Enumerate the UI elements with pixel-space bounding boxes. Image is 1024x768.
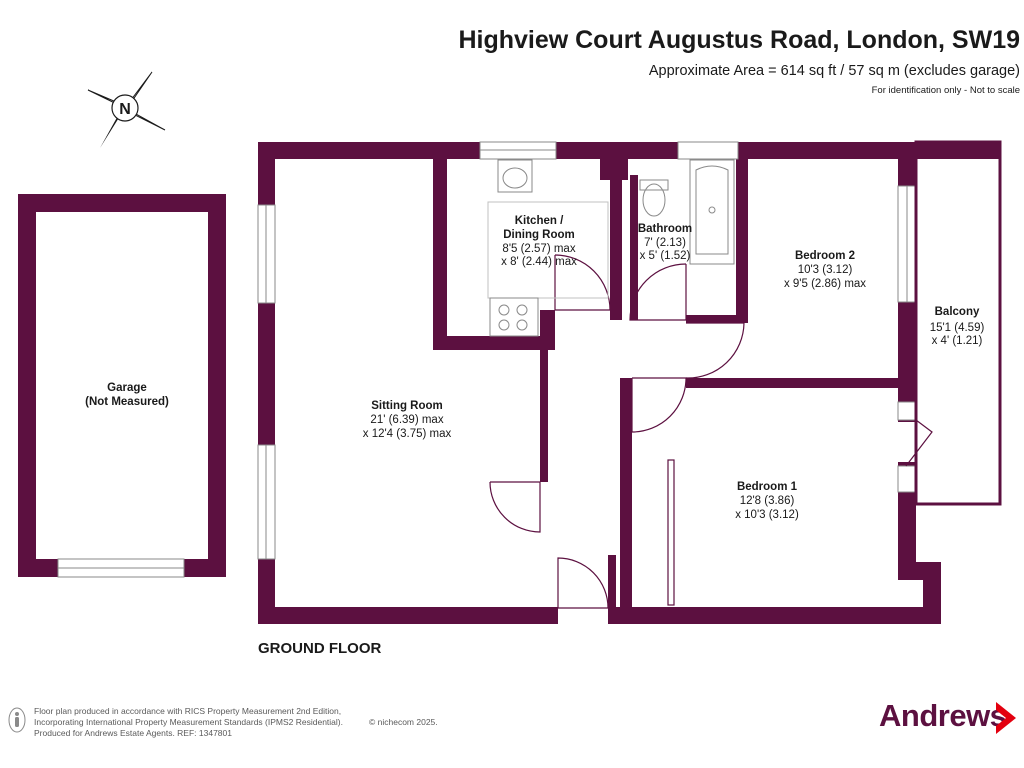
footer-line: Incorporating International Property Mea…: [34, 717, 343, 727]
balcony-outline: [914, 140, 1002, 506]
main-walls: [258, 142, 1000, 624]
brand-logo: Andrews: [879, 698, 1007, 733]
svg-text:Bedroom 1: Bedroom 1: [737, 481, 798, 493]
room-bedroom1-label: Bedroom 1 12'8 (3.86) x 10'3 (3.12): [735, 481, 799, 521]
footer-notes: Floor plan produced in accordance with R…: [34, 706, 343, 739]
svg-text:x 9'5 (2.86) max: x 9'5 (2.86) max: [784, 278, 866, 290]
svg-text:Bathroom: Bathroom: [638, 223, 692, 235]
svg-text:Garage: Garage: [107, 382, 147, 394]
doors: [489, 254, 933, 609]
svg-text:8'5 (2.57) max: 8'5 (2.57) max: [502, 243, 575, 255]
svg-text:Kitchen /: Kitchen /: [515, 215, 564, 227]
room-kitchen-label: Kitchen / Dining Room 8'5 (2.57) max x 8…: [501, 215, 577, 268]
approximate-area: Approximate Area = 614 sq ft / 57 sq m (…: [648, 63, 1020, 79]
svg-text:21' (6.39) max: 21' (6.39) max: [370, 414, 443, 426]
windows: [257, 141, 917, 560]
room-balcony-label: Balcony 15'1 (4.59) x 4' (1.21): [930, 306, 985, 347]
garage: [18, 194, 226, 578]
room-bathroom-label: Bathroom 7' (2.13) x 5' (1.52): [638, 223, 692, 262]
fixtures: [487, 159, 735, 337]
svg-text:x 5' (1.52): x 5' (1.52): [640, 250, 691, 262]
svg-text:7' (2.13): 7' (2.13): [644, 237, 686, 249]
svg-text:Bedroom 2: Bedroom 2: [795, 250, 855, 262]
svg-text:Balcony: Balcony: [935, 306, 980, 318]
room-bedroom2-label: Bedroom 2 10'3 (3.12) x 9'5 (2.86) max: [784, 250, 866, 290]
svg-text:Sitting Room: Sitting Room: [371, 400, 443, 412]
room-sitting-label: Sitting Room 21' (6.39) max x 12'4 (3.75…: [363, 400, 452, 440]
svg-text:Dining Room: Dining Room: [503, 229, 575, 241]
compass-icon: N: [87, 71, 166, 148]
footer-line: Produced for Andrews Estate Agents. REF:…: [34, 728, 232, 738]
svg-text:x 8' (2.44) max: x 8' (2.44) max: [501, 256, 577, 268]
footer-line: Floor plan produced in accordance with R…: [34, 706, 342, 716]
svg-text:12'8 (3.86): 12'8 (3.86): [740, 495, 795, 507]
plan-title: Highview Court Augustus Road, London, SW…: [458, 26, 1020, 54]
identification-note: For identification only - Not to scale: [871, 85, 1020, 96]
room-garage-label: Garage (Not Measured): [85, 382, 169, 408]
svg-text:15'1 (4.59): 15'1 (4.59): [930, 322, 985, 334]
compass-letter: N: [119, 101, 131, 118]
svg-text:x 12'4 (3.75) max: x 12'4 (3.75) max: [363, 428, 452, 440]
svg-text:(Not Measured): (Not Measured): [85, 396, 169, 408]
svg-text:x 10'3 (3.12): x 10'3 (3.12): [735, 509, 799, 521]
copyright: © nichecom 2025.: [369, 717, 438, 727]
floor-label: GROUND FLOOR: [258, 640, 382, 657]
brand-arrow-icon: [996, 702, 1016, 734]
svg-text:10'3 (3.12): 10'3 (3.12): [798, 264, 853, 276]
svg-text:x 4' (1.21): x 4' (1.21): [932, 335, 983, 347]
person-icon: [8, 707, 26, 733]
